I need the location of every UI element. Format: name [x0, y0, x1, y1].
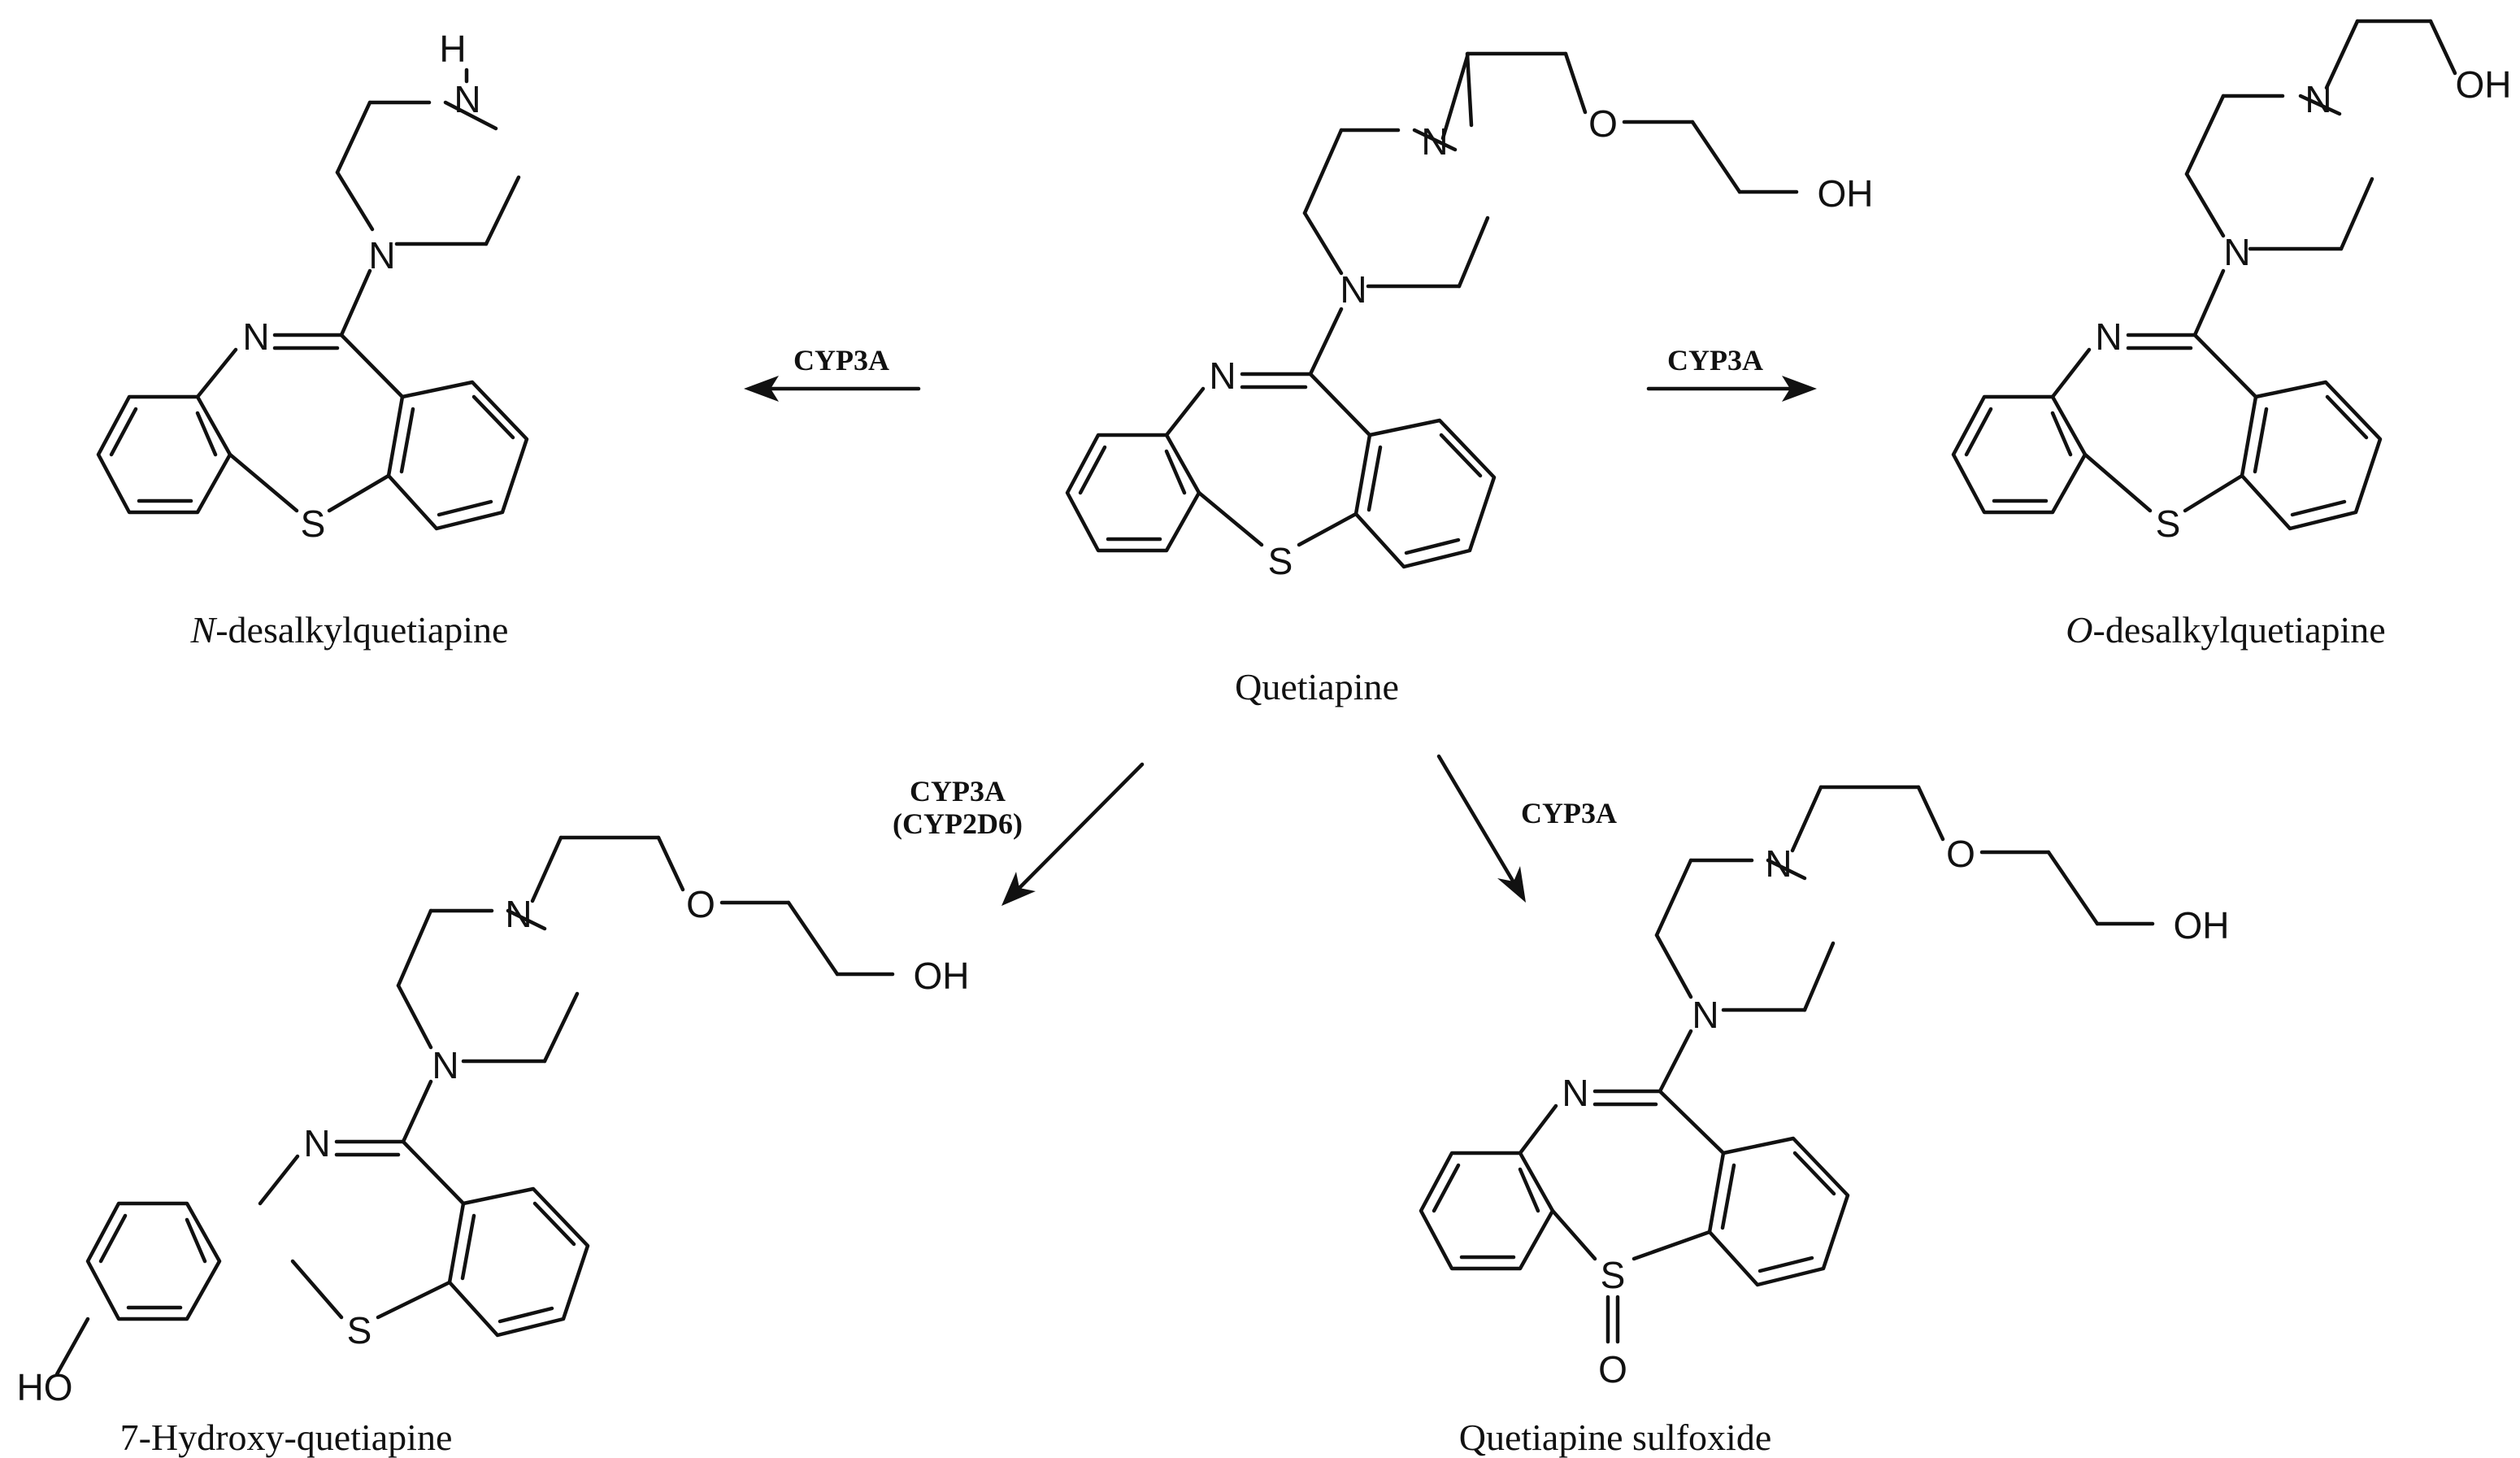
- molecule-name: 7-Hydroxy-quetiapine: [120, 1417, 453, 1458]
- atom-n-top: N: [454, 78, 480, 120]
- left-benzene-ring: [96, 394, 232, 515]
- arrowhead-right: [1782, 376, 1817, 402]
- atom-s: S: [1268, 540, 1293, 582]
- right-benzene-ring: [447, 1186, 590, 1338]
- enzyme-label-hydroxy-2: (CYP2D6): [893, 807, 1023, 840]
- arrow-to-sulfoxide: [1436, 754, 1519, 889]
- name-italic-prefix: N: [190, 609, 218, 651]
- name-suffix: -desalkylquetiapine: [215, 609, 508, 651]
- reaction-arrows: CYP3A CYP3A CYP3A (CYP2D6) CYP3A: [744, 344, 1817, 906]
- molecule-7-hydroxy-quetiapine: N O OH N N S HO 7-Hydroxy-quetiapine: [17, 835, 970, 1458]
- enzyme-label-sulfoxide: CYP3A: [1521, 797, 1617, 829]
- atom-oh: OH: [1818, 172, 1874, 215]
- name-suffix: -desalkylquetiapine: [2093, 609, 2386, 651]
- left-benzene-ring: [1951, 394, 2088, 515]
- atom-o-ether: O: [686, 883, 715, 925]
- atom-n-ring: N: [1209, 355, 1236, 397]
- left-benzene-ring: [85, 1201, 222, 1321]
- atom-o-ether: O: [1946, 833, 1975, 875]
- atom-n-ring: N: [242, 316, 269, 358]
- molecule-name: Quetiapine: [1235, 666, 1399, 707]
- atom-n-ring: N: [1562, 1072, 1588, 1114]
- arrowhead-down-left: [1001, 872, 1036, 906]
- atom-n-link: N: [1692, 994, 1718, 1036]
- atom-n-ring: N: [2095, 316, 2122, 358]
- atom-n-top: N: [2305, 78, 2331, 120]
- molecule-o-desalkylquetiapine: N OH N N S O-desalkylquetiapine: [1951, 19, 2512, 651]
- atom-n-link: N: [432, 1044, 458, 1086]
- atom-s: S: [2156, 503, 2181, 545]
- atom-ho: HO: [17, 1366, 73, 1408]
- atom-s: S: [347, 1309, 372, 1351]
- atom-n-link: N: [1340, 268, 1366, 311]
- molecule-name: N-desalkylquetiapine: [190, 609, 509, 651]
- enzyme-label-o-desalkyl: CYP3A: [1667, 344, 1763, 376]
- atom-o-ether: O: [1588, 102, 1618, 145]
- right-benzene-ring: [1353, 418, 1497, 569]
- atom-oh: OH: [2456, 63, 2512, 106]
- atom-n-top: N: [1765, 842, 1792, 885]
- left-benzene-ring: [1065, 433, 1201, 553]
- left-benzene-ring: [1419, 1151, 1555, 1271]
- molecule-quetiapine: N O OH N N S Quetiapine: [1065, 51, 1874, 707]
- atom-oh: OH: [2174, 904, 2230, 947]
- molecule-name: O-desalkylquetiapine: [2066, 609, 2385, 651]
- right-benzene-ring: [386, 380, 529, 531]
- arrow-to-hydroxy: [1012, 762, 1145, 895]
- enzyme-label-n-desalkyl: CYP3A: [793, 344, 889, 376]
- atom-oh: OH: [914, 955, 970, 997]
- atom-s: S: [1601, 1254, 1626, 1296]
- atom-h: H: [439, 28, 466, 70]
- enzyme-label-hydroxy-1: CYP3A: [910, 775, 1006, 807]
- molecule-quetiapine-sulfoxide: N O OH N N S O Quetiapine sulfoxide: [1419, 785, 2230, 1458]
- right-benzene-ring: [1707, 1136, 1850, 1287]
- molecule-n-desalkylquetiapine: H N N N S N-desalkylquetiapine: [96, 28, 529, 651]
- name-italic-prefix: O: [2066, 609, 2092, 651]
- atom-s: S: [301, 503, 326, 545]
- right-benzene-ring: [2240, 380, 2383, 531]
- arrowhead-left: [744, 376, 779, 402]
- arrowhead-down-right: [1497, 866, 1526, 903]
- atom-o-sulfoxide: O: [1598, 1348, 1627, 1391]
- atom-n-ring: N: [303, 1122, 330, 1164]
- atom-n-link: N: [368, 234, 395, 276]
- atom-n-top: N: [505, 893, 532, 935]
- molecule-name: Quetiapine sulfoxide: [1459, 1417, 1772, 1458]
- atom-n-link: N: [2223, 231, 2250, 273]
- atom-n-top: N: [1421, 120, 1448, 163]
